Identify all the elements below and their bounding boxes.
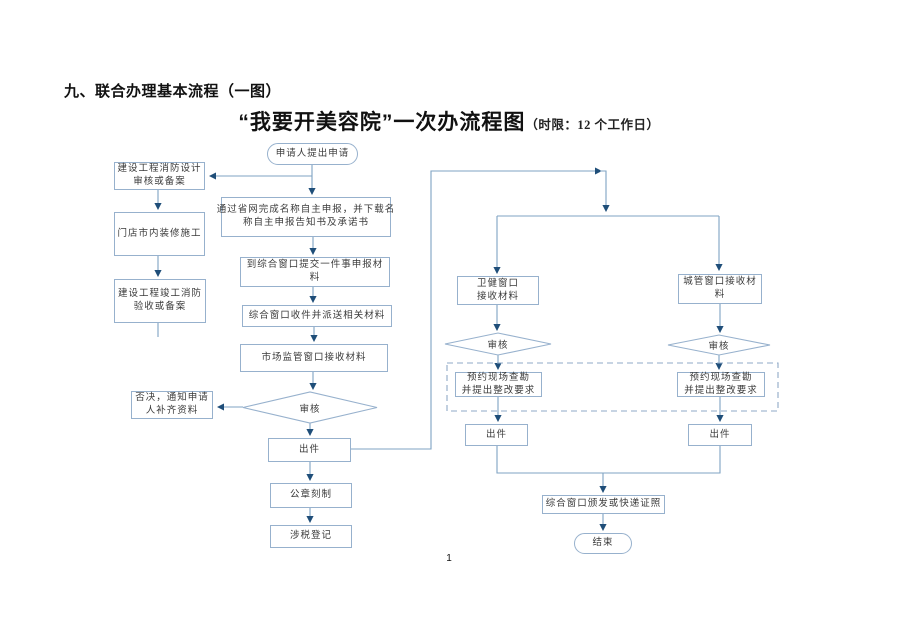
label-review-urban: 审核: [708, 342, 730, 352]
merge-bar: [496, 446, 721, 474]
node-fire-design: 建设工程消防设计 审核或备案: [114, 162, 205, 190]
node-issue-center: 出件: [268, 438, 351, 462]
diamond-review-health: [444, 332, 552, 356]
node-deliver-license: 综合窗口颁发或快递证照: [542, 495, 665, 514]
diamond-review-center: [242, 391, 378, 424]
node-receive-dispatch: 综合窗口收件并派送相关材料: [242, 305, 392, 327]
section-heading: 九、联合办理基本流程（一图）: [64, 83, 282, 100]
node-survey-urban: 预约现场查勘 并提出整改要求: [677, 372, 765, 397]
label-review-center: 审核: [299, 404, 321, 415]
decision-diamonds: [242, 332, 771, 424]
flow-title-note: （时限：12 个工作日）: [525, 118, 660, 132]
flow-title-text: “我要开美容院”一次办流程图: [238, 111, 526, 134]
node-tax-registration: 涉税登记: [270, 525, 352, 548]
node-seal-making: 公章刻制: [270, 483, 352, 508]
flow-title: “我要开美容院”一次办流程图（时限：12 个工作日）: [0, 106, 898, 136]
node-reject-notice: 否决，通知申请 人补齐资料: [131, 391, 213, 419]
node-survey-health: 预约现场查勘 并提出整改要求: [455, 372, 542, 397]
node-fire-acceptance: 建设工程竣工消防 验收或备案: [114, 279, 206, 323]
site-survey-dashed-region: [446, 362, 779, 412]
node-submit-materials: 到综合窗口提交一件事申报材 料: [240, 257, 390, 287]
label-review-health: 审核: [487, 341, 509, 351]
page-number: 1: [446, 553, 452, 564]
node-start: 申请人提出申请: [267, 143, 358, 165]
node-issue-urban: 出件: [688, 424, 752, 446]
connector-lines: [154, 165, 724, 532]
node-renovation: 门店市内装修施工: [114, 212, 205, 256]
node-name-declare: 通过省网完成名称自主申报，并下载名 称自主申报告知书及承诺书: [217, 197, 394, 237]
node-urban-window: 城管窗口接收材 料: [678, 274, 762, 304]
diamond-review-urban: [667, 334, 771, 356]
node-health-window: 卫健窗口 接收材料: [457, 276, 539, 305]
node-end: 结束: [574, 533, 632, 554]
node-market-window: 市场监管窗口接收材料: [240, 344, 388, 372]
node-issue-health: 出件: [465, 424, 528, 446]
